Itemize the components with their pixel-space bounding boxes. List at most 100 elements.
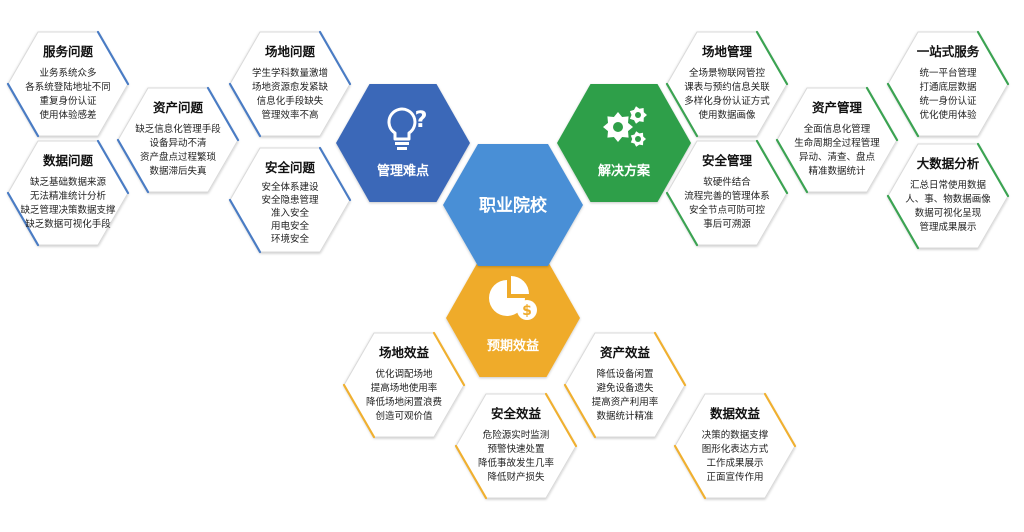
card-accent-right (318, 146, 352, 202)
hub-label: 预期效益 (487, 338, 539, 354)
card-line: 危险源实时监测 (483, 429, 550, 441)
card-line: 降低财产损失 (487, 471, 545, 483)
card-accent-right (432, 331, 466, 387)
card-accent-left (673, 444, 707, 500)
card-title: 安全效益 (491, 406, 542, 421)
card-title: 资产问题 (153, 100, 204, 115)
gears-icon (603, 106, 647, 147)
card-title: 资产效益 (600, 345, 651, 360)
card-line: 全场景物联网管控 (689, 67, 766, 79)
card-line: 学生学科数量激增 (252, 67, 328, 79)
card-accent-left (228, 198, 262, 254)
card-line: 统一平台管理 (919, 67, 977, 79)
card-accent-left (6, 82, 40, 138)
card-line: 安全节点可防可控 (689, 204, 766, 216)
hub-label: 管理难点 (377, 163, 429, 179)
card-title: 安全管理 (702, 153, 753, 168)
card-accent-left (454, 444, 488, 500)
card-title: 资产管理 (812, 100, 863, 115)
hub-solutions: 解决方案 (557, 84, 691, 202)
card-line: 图形化表达方式 (702, 443, 769, 455)
card-accent-right (653, 331, 687, 387)
card-accent-left (775, 138, 809, 194)
center-label: 职业院校 (479, 195, 548, 216)
card-accent-left (563, 383, 597, 439)
card-accent-left (665, 82, 699, 138)
card-accent-right (865, 86, 899, 142)
card-line: 业务系统众多 (39, 67, 96, 79)
card-title: 数据问题 (42, 153, 94, 168)
hub-benefits: $ 预期效益 (446, 259, 580, 377)
card-line: 软硬件结合 (703, 176, 751, 188)
card-accent-left (6, 191, 40, 247)
card-line: 创造可观价值 (375, 410, 433, 422)
card-line: 降低设备闲置 (596, 368, 653, 380)
card-line: 管理效率不高 (261, 109, 318, 121)
card-accent-left (665, 191, 699, 247)
card-line: 设备异动不清 (149, 137, 207, 149)
card-line: 预警快速处置 (487, 443, 544, 455)
svg-text:$: $ (522, 303, 532, 319)
card-title: 场地效益 (379, 345, 430, 360)
card-accent-left (116, 138, 150, 194)
card-line: 重复身份认证 (39, 95, 97, 107)
card-line: 资产盘点过程繁琐 (140, 151, 217, 163)
card-line: 课表与预约信息关联 (684, 81, 770, 93)
card-line: 管理成果展示 (919, 221, 976, 233)
card-line: 数据可视化呈现 (915, 207, 982, 219)
card-line: 场地资源愈发紧缺 (252, 81, 329, 93)
card-line: 避免设备遗失 (596, 382, 654, 394)
card-line: 数据统计精准 (596, 410, 654, 422)
card-accent-right (96, 139, 130, 195)
card-accent-right (976, 142, 1010, 198)
card-line: 安全体系建设 (261, 181, 319, 193)
card-title: 数据效益 (709, 406, 761, 421)
card-title: 大数据分析 (917, 156, 980, 171)
card-line: 全面信息化管理 (804, 123, 871, 135)
card-line: 各系统登陆地址不同 (25, 81, 111, 93)
card-line: 打通底层数据 (919, 81, 977, 93)
card-line: 汇总日常使用数据 (910, 179, 987, 191)
card-title: 安全问题 (265, 160, 316, 175)
card-line: 提高资产利用率 (592, 396, 659, 408)
hub-label: 解决方案 (597, 163, 651, 179)
hub-hexagon (557, 84, 691, 202)
card-accent-right (976, 30, 1010, 86)
svg-text:?: ? (415, 108, 428, 133)
card-line: 生命周期全过程管理 (794, 137, 880, 149)
card-line: 使用数据画像 (698, 109, 756, 121)
card-line: 异动、清查、盘点 (799, 151, 876, 163)
lightbulb-question-icon: ? (387, 107, 428, 150)
card-line: 缺乏数据可视化手段 (25, 218, 111, 230)
card-accent-left (228, 82, 262, 138)
center-hexagon (443, 144, 583, 266)
card-accent-right (755, 139, 789, 195)
card-line: 精准数据统计 (808, 165, 866, 177)
card-line: 使用体验感差 (39, 109, 96, 121)
card-line: 降低事故发生几率 (478, 457, 555, 469)
card-line: 安全隐患管理 (261, 194, 319, 206)
card-line: 优化使用体验 (919, 109, 977, 121)
card-line: 提高场地使用率 (371, 382, 438, 394)
card-line: 缺乏管理决策数据支撑 (20, 204, 116, 216)
card-line: 工作成果展示 (706, 457, 763, 469)
card-line: 人、事、物数据画像 (905, 193, 991, 205)
card-title: 场地管理 (702, 44, 753, 59)
card-line: 无法精准统计分析 (30, 190, 107, 202)
card-accent-right (544, 392, 578, 448)
pie-chart-dollar-icon: $ (489, 276, 537, 320)
card-line: 事后可溯源 (703, 218, 751, 230)
card-title: 一站式服务 (917, 44, 980, 59)
card-title: 服务问题 (43, 44, 94, 59)
